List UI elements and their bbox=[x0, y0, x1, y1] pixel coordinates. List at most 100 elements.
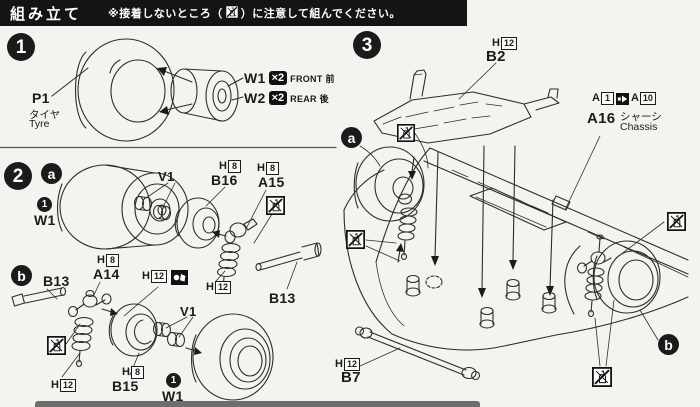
no-glue-icon bbox=[346, 230, 365, 249]
part-label-w1b: W1 bbox=[162, 388, 184, 404]
step2b-tire-w1-drawing bbox=[190, 313, 274, 401]
step3-front-assembly-drawing bbox=[353, 131, 429, 263]
parts-range-row: A 1 A 10 bbox=[592, 92, 656, 105]
step2-number: 2 bbox=[4, 162, 32, 190]
runner-letter: H bbox=[335, 358, 343, 370]
page-title: 組み立て bbox=[10, 5, 83, 23]
no-glue-icon bbox=[667, 212, 686, 231]
range-arrow-icon bbox=[615, 92, 629, 105]
note-prefix: ※接着しないところ（ bbox=[108, 8, 223, 20]
part-mark-1: 1 bbox=[37, 197, 52, 212]
no-glue-icon bbox=[397, 124, 415, 142]
runner-letter: H bbox=[97, 254, 105, 266]
wheel-rear-row: W2 ×2 REAR 後 bbox=[244, 90, 329, 106]
header-bar: 組み立て ※接着しないところ（ ）に注意して組んでください。 bbox=[0, 0, 467, 26]
step1-number: 1 bbox=[7, 33, 35, 61]
usage-rear: REAR 後 bbox=[290, 93, 329, 104]
runner-number: 8 bbox=[265, 162, 279, 175]
part-label-b13a: B13 bbox=[269, 290, 296, 306]
step2b-hub-b15-drawing bbox=[108, 303, 158, 376]
step2a-shaft-b13-drawing bbox=[255, 242, 322, 290]
part-label-w1: W1 bbox=[244, 70, 266, 86]
runner-letter: H bbox=[122, 366, 130, 378]
runner-number: 12 bbox=[150, 270, 167, 283]
runner-letter: H bbox=[51, 379, 59, 391]
part-name-jp-chassis: シャーシ bbox=[620, 111, 662, 123]
runner-letter: H bbox=[142, 270, 150, 282]
step3-assembly-arrows bbox=[431, 145, 554, 298]
runner-letter: H bbox=[219, 160, 227, 172]
runner-tag-b7: H 12 bbox=[335, 358, 360, 371]
wheel-front-row: W1 ×2 FRONT 前 bbox=[244, 70, 335, 86]
note-suffix: ）に注意して組んでください。 bbox=[240, 8, 401, 20]
step1-leader-lines bbox=[51, 67, 244, 101]
part-label-v1a: V1 bbox=[158, 169, 175, 184]
quantity-badge: ×2 bbox=[268, 71, 288, 85]
part-label-v1b: V1 bbox=[180, 304, 197, 319]
runner-number: 10 bbox=[639, 92, 656, 105]
step3-chassis-a16-drawing bbox=[343, 147, 689, 351]
part-label-p1: P1 bbox=[32, 90, 50, 106]
step2-sub-b: b bbox=[11, 265, 32, 286]
step2a-wheel-drawing bbox=[56, 164, 189, 250]
runner-number: 1 bbox=[600, 92, 614, 105]
no-glue-icon bbox=[47, 336, 66, 355]
part-label-a14: A14 bbox=[93, 266, 120, 282]
part-label-w1a: W1 bbox=[34, 212, 56, 228]
step3-sub-b: b bbox=[658, 334, 679, 355]
step3-sub-a: a bbox=[341, 127, 362, 148]
step2-sub-a: a bbox=[41, 163, 62, 184]
runner-tag-a1: A 1 bbox=[592, 92, 614, 105]
step2a-bushings-v1-drawing bbox=[133, 182, 176, 221]
runner-number: 12 bbox=[500, 37, 517, 50]
runner-tag-a10: A 10 bbox=[631, 92, 656, 105]
step3-bar-b7-drawing bbox=[354, 326, 481, 381]
usage-front: FRONT 前 bbox=[290, 73, 335, 84]
runner-tag-a15: H 8 bbox=[257, 162, 279, 175]
runner-letter: A bbox=[592, 92, 600, 104]
part-name-en-chassis: Chassis bbox=[620, 121, 658, 133]
quantity-badge: ×2 bbox=[268, 91, 288, 105]
part-label-b13b: B13 bbox=[43, 273, 70, 289]
runner-tag-b2: H 12 bbox=[492, 37, 517, 50]
runner-number: 12 bbox=[343, 358, 360, 371]
header-note: ※接着しないところ（ ）に注意して組んでください。 bbox=[108, 5, 401, 22]
step3-number: 3 bbox=[353, 31, 381, 59]
part-label-a16: A16 bbox=[587, 110, 616, 127]
part-label-b2: B2 bbox=[486, 48, 506, 65]
runner-number: 8 bbox=[105, 254, 119, 267]
runner-tag-b15: H 8 bbox=[122, 366, 144, 379]
part-name-jp-tire: タイヤ bbox=[29, 109, 61, 121]
step2a-upright-a15-drawing bbox=[212, 189, 273, 295]
runner-letter: H bbox=[206, 281, 214, 293]
runner-tag-a14: H 8 bbox=[97, 254, 119, 267]
step2b-joint-a14-drawing bbox=[61, 281, 159, 378]
runner-number: 12 bbox=[214, 281, 231, 294]
part-label-a15: A15 bbox=[258, 174, 285, 190]
runner-number: 8 bbox=[130, 366, 144, 379]
step1-tire-drawing bbox=[74, 38, 175, 142]
runner-tag-b16: H 8 bbox=[219, 160, 241, 173]
runner-tag-spring-b: H 12 bbox=[51, 379, 76, 392]
part-label-b7: B7 bbox=[341, 369, 361, 386]
step1-wheel-drawing bbox=[170, 68, 239, 122]
runner-letter: H bbox=[257, 162, 265, 174]
runner-number: 8 bbox=[227, 160, 241, 173]
grease-icon bbox=[171, 270, 188, 290]
part-name-en-tire: Tyre bbox=[29, 118, 50, 130]
step2b-shaft-b13-drawing bbox=[11, 286, 67, 307]
a16-leader-line bbox=[564, 135, 601, 211]
runner-number: 12 bbox=[59, 379, 76, 392]
no-glue-icon bbox=[225, 5, 239, 22]
step1-insert-arrows bbox=[157, 67, 193, 115]
part-label-b16: B16 bbox=[211, 172, 238, 188]
part-mark-1: 1 bbox=[166, 373, 181, 388]
part-label-w2: W2 bbox=[244, 90, 266, 106]
step2a-hub-b16-drawing bbox=[174, 186, 226, 249]
runner-tag-grease: H 12 bbox=[142, 270, 167, 283]
no-glue-icon bbox=[592, 367, 612, 387]
runner-tag-spring-a: H 12 bbox=[206, 281, 231, 294]
step2b-bushings-v1-drawing bbox=[152, 316, 202, 355]
